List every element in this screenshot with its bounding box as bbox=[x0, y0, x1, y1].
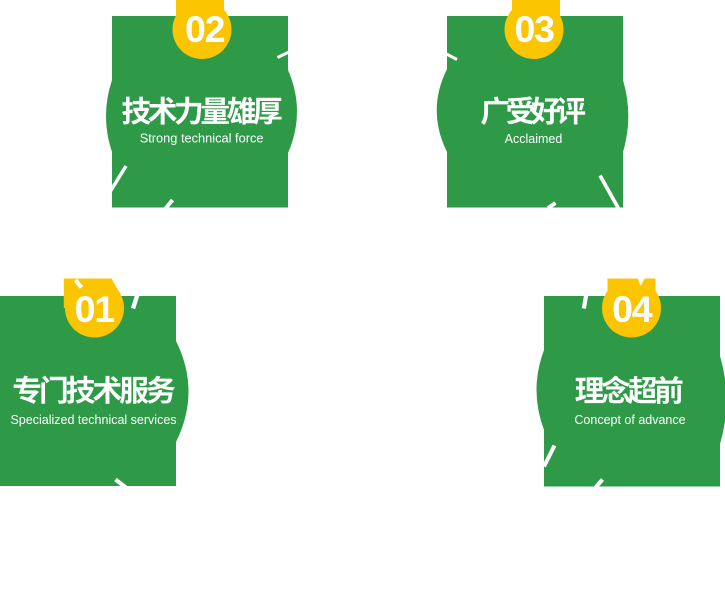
svg-text:Concept of advance: Concept of advance bbox=[574, 413, 685, 427]
svg-text:Specialized technical services: Specialized technical services bbox=[10, 413, 176, 427]
svg-text:01: 01 bbox=[75, 288, 115, 330]
svg-text:04: 04 bbox=[612, 288, 653, 330]
svg-text:Strong technical force: Strong technical force bbox=[140, 131, 264, 146]
svg-text:02: 02 bbox=[185, 8, 225, 50]
svg-text:03: 03 bbox=[514, 8, 554, 50]
svg-text:Acclaimed: Acclaimed bbox=[505, 132, 563, 146]
